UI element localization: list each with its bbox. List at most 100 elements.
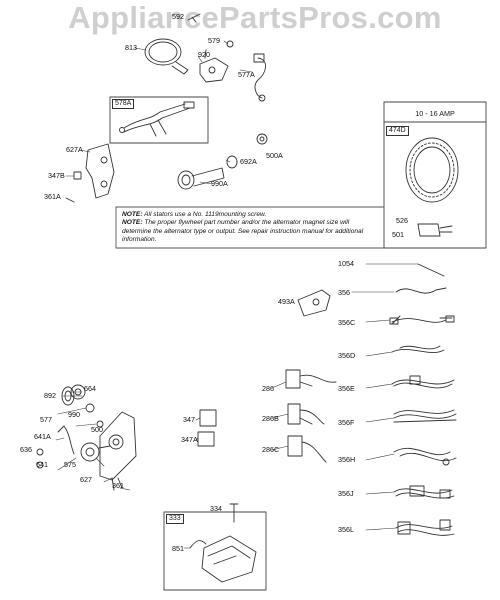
part-label-356F: 356F	[338, 418, 355, 427]
note-box	[115, 206, 385, 249]
part-label-526: 526	[396, 216, 408, 225]
part-label-500A: 500A	[266, 151, 283, 160]
notes: NOTE: All stators use a No. 1119mounting…	[122, 211, 380, 245]
part-286B-module	[287, 403, 325, 425]
part-label-347: 347	[183, 415, 195, 424]
part-label-990: 990	[68, 410, 80, 419]
note-1-text: All stators use a No. 1119mounting screw…	[144, 211, 267, 218]
tag-578A: 578A	[112, 99, 135, 109]
part-356L-wire	[395, 524, 455, 536]
part-526-501-rectifier	[417, 223, 453, 237]
part-500A	[256, 133, 268, 145]
note-2-text: The proper flywheel part number and/or t…	[122, 219, 364, 244]
part-label-575: 575	[64, 460, 76, 469]
part-label-577: 577	[40, 415, 52, 424]
part-641A	[57, 425, 65, 433]
part-label-892: 892	[44, 391, 56, 400]
part-286-module	[285, 369, 337, 389]
part-990A-flywheel-pulley	[177, 167, 225, 190]
part-474D-stator	[405, 137, 459, 203]
part-label-641: 641	[36, 460, 48, 469]
note-1-label: NOTE:	[122, 211, 143, 218]
part-label-356: 356	[338, 288, 350, 297]
part-label-627A: 627A	[66, 145, 83, 154]
part-851	[189, 540, 207, 549]
tag-333: 333	[166, 514, 184, 524]
box-578A	[109, 96, 209, 144]
part-label-641A: 641A	[34, 432, 51, 441]
part-356F-wire	[393, 409, 457, 423]
part-label-493A: 493A	[278, 297, 295, 306]
part-label-579: 579	[208, 36, 220, 45]
part-577A-cable	[253, 53, 266, 102]
part-label-356H: 356H	[338, 455, 356, 464]
part-label-813: 813	[125, 43, 137, 52]
amp-rating: 10 - 16 AMP	[415, 109, 455, 118]
part-356-wire	[395, 287, 447, 294]
box-10-16-amp	[383, 101, 487, 249]
part-label-500: 500	[91, 425, 103, 434]
part-label-334: 334	[210, 504, 222, 513]
part-347B	[73, 171, 82, 180]
part-286C-module	[287, 435, 327, 463]
box-333	[163, 511, 267, 591]
part-label-286B: 286B	[262, 414, 279, 423]
part-334-screw	[229, 503, 239, 523]
part-347	[199, 409, 217, 427]
part-label-592: 592	[172, 12, 184, 21]
part-356J-wire	[393, 488, 455, 499]
part-label-577A: 577A	[238, 70, 255, 79]
part-label-356D: 356D	[338, 351, 356, 360]
part-1054-tie	[417, 263, 445, 277]
part-577-cable	[63, 425, 75, 455]
part-347A	[197, 431, 215, 447]
part-592-screw	[187, 13, 201, 23]
watermark: AppliancePartsPros.com	[68, 0, 442, 35]
tag-474D: 474D	[386, 126, 409, 136]
part-813-clamp	[144, 38, 189, 75]
part-label-851: 851	[172, 544, 184, 553]
note-1: NOTE: All stators use a No. 1119mounting…	[122, 211, 380, 219]
part-label-356J: 356J	[338, 489, 354, 498]
part-label-356L: 356L	[338, 525, 354, 534]
part-label-692A: 692A	[240, 157, 257, 166]
part-label-347B: 347B	[48, 171, 65, 180]
note-2: NOTE: The proper flywheel part number an…	[122, 219, 380, 244]
part-label-361: 361	[112, 481, 124, 490]
leader-lines	[55, 40, 419, 549]
part-label-286: 286	[262, 384, 274, 393]
part-356D-wire	[391, 345, 445, 354]
part-label-356C: 356C	[338, 318, 356, 327]
part-label-664: 664	[84, 384, 96, 393]
part-579-washer	[226, 40, 234, 48]
part-990	[85, 403, 95, 413]
part-500	[96, 420, 104, 428]
part-627A-bracket	[85, 143, 115, 199]
part-label-347A: 347A	[181, 435, 198, 444]
part-356H-wire	[393, 447, 457, 462]
part-356C-wire	[391, 315, 453, 325]
part-361A	[65, 197, 75, 203]
part-label-636: 636	[20, 445, 32, 454]
part-575-alternator	[80, 442, 111, 462]
part-label-990A: 990A	[211, 179, 228, 188]
part-641	[36, 461, 44, 469]
part-493A-bracket	[297, 289, 331, 317]
part-356E-wire	[391, 379, 455, 389]
part-label-361A: 361A	[44, 192, 61, 201]
part-920-bracket	[199, 49, 229, 83]
note-2-label: NOTE:	[122, 219, 143, 227]
part-label-1054: 1054	[338, 259, 354, 268]
part-333-stator-assembly	[201, 535, 257, 583]
part-label-501: 501	[392, 230, 404, 239]
part-label-286C: 286C	[262, 445, 280, 454]
part-label-627: 627	[80, 475, 92, 484]
part-636	[36, 448, 44, 456]
part-label-920: 920	[198, 50, 210, 59]
part-361	[117, 477, 123, 489]
part-627-bracket	[99, 411, 137, 491]
part-578A-harness	[119, 101, 195, 137]
part-label-356E: 356E	[338, 384, 355, 393]
